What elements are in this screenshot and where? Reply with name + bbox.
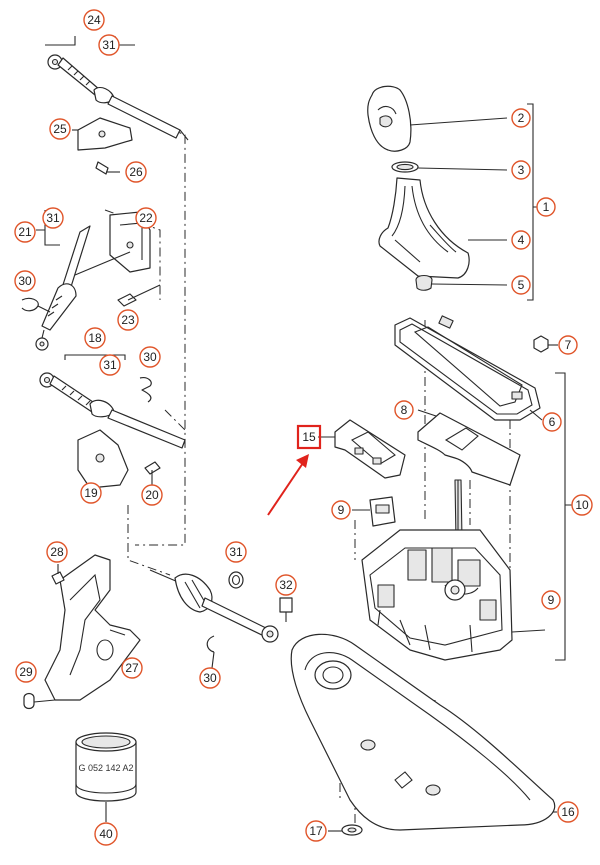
callout-29[interactable]: 29 — [15, 661, 37, 683]
callout-31-lower[interactable]: 31 — [99, 354, 121, 376]
svg-text:16: 16 — [561, 805, 575, 819]
callout-4[interactable]: 4 — [511, 230, 531, 250]
gear-knob — [367, 85, 508, 152]
svg-text:31: 31 — [229, 545, 243, 559]
svg-text:30: 30 — [203, 671, 217, 685]
callout-10[interactable]: 10 — [571, 494, 593, 516]
sleeve: G 052 142 A2 — [75, 732, 137, 822]
svg-text:5: 5 — [518, 278, 525, 292]
grommet — [415, 274, 508, 291]
sleeve-stamp: G 052 142 A2 — [78, 763, 133, 773]
svg-text:9: 9 — [548, 593, 555, 607]
callout-7[interactable]: 7 — [558, 335, 578, 355]
hex-nut — [533, 335, 558, 353]
svg-text:31: 31 — [102, 38, 116, 52]
washer-screw — [328, 824, 363, 836]
svg-text:30: 30 — [143, 350, 157, 364]
svg-text:28: 28 — [50, 545, 64, 559]
connector-block — [352, 496, 396, 527]
svg-text:20: 20 — [145, 488, 159, 502]
callout-label-15: 15 — [302, 430, 316, 444]
callout-28[interactable]: 28 — [46, 541, 68, 563]
mount-bracket — [23, 554, 141, 710]
svg-text:9: 9 — [338, 503, 345, 517]
callout-32[interactable]: 32 — [275, 574, 297, 596]
svg-text:23: 23 — [121, 313, 135, 327]
svg-text:25: 25 — [53, 122, 67, 136]
highlight-box — [296, 424, 322, 450]
callout-30-upper[interactable]: 30 — [14, 270, 36, 292]
slide-cover — [417, 409, 521, 486]
callout-20[interactable]: 20 — [141, 484, 163, 506]
selector-gate-plate — [318, 419, 406, 479]
callout-16[interactable]: 16 — [557, 801, 579, 823]
upper-cable — [45, 36, 189, 175]
callout-2[interactable]: 2 — [511, 108, 531, 128]
callout-30-middle[interactable]: 30 — [139, 346, 161, 368]
svg-text:21: 21 — [18, 225, 32, 239]
svg-text:8: 8 — [401, 403, 408, 417]
callout-6[interactable]: 6 — [542, 412, 562, 432]
svg-text:29: 29 — [19, 665, 33, 679]
knob-ring — [391, 161, 508, 173]
svg-text:31: 31 — [46, 211, 60, 225]
base-plate — [290, 633, 557, 831]
svg-text:22: 22 — [139, 211, 153, 225]
callout-19[interactable]: 19 — [80, 482, 102, 504]
callout-40[interactable]: 40 — [94, 822, 118, 846]
callout-1[interactable]: 1 — [536, 197, 556, 217]
svg-text:27: 27 — [125, 661, 139, 675]
callout-9-connector[interactable]: 9 — [331, 500, 351, 520]
svg-text:4: 4 — [518, 233, 525, 247]
svg-text:32: 32 — [279, 578, 293, 592]
callout-23[interactable]: 23 — [117, 309, 139, 331]
highlight-arrow — [267, 454, 309, 516]
svg-text:1: 1 — [543, 200, 550, 214]
callout-8[interactable]: 8 — [394, 400, 414, 420]
callout-5[interactable]: 5 — [511, 275, 531, 295]
callout-24[interactable]: 24 — [83, 9, 105, 31]
selector-housing — [361, 479, 546, 661]
svg-text:31: 31 — [103, 358, 117, 372]
bracket-1 — [527, 103, 538, 301]
svg-text:17: 17 — [309, 824, 323, 838]
callout-17[interactable]: 17 — [305, 820, 327, 842]
callout-30-lower[interactable]: 30 — [199, 667, 221, 689]
callout-27[interactable]: 27 — [121, 657, 143, 679]
callout-31-middle[interactable]: 31 — [42, 207, 64, 229]
svg-text:6: 6 — [549, 415, 556, 429]
callout-18[interactable]: 18 — [84, 327, 106, 349]
shift-cable — [149, 569, 293, 669]
callout-26[interactable]: 26 — [125, 161, 147, 183]
lower-cable — [39, 354, 186, 489]
svg-text:7: 7 — [565, 338, 572, 352]
svg-text:24: 24 — [87, 13, 101, 27]
svg-text:30: 30 — [18, 274, 32, 288]
callout-21[interactable]: 21 — [14, 221, 36, 243]
callout-25[interactable]: 25 — [49, 118, 71, 140]
svg-text:10: 10 — [575, 498, 589, 512]
svg-text:40: 40 — [99, 827, 113, 841]
middle-linkage — [21, 210, 161, 351]
bracket-10 — [555, 372, 572, 661]
svg-text:19: 19 — [84, 486, 98, 500]
highlighted-callout-15[interactable]: 15 — [296, 424, 322, 450]
svg-text:26: 26 — [129, 165, 143, 179]
svg-text:2: 2 — [518, 111, 525, 125]
callout-9-housing[interactable]: 9 — [541, 590, 561, 610]
svg-text:3: 3 — [518, 163, 525, 177]
svg-text:18: 18 — [88, 331, 102, 345]
callout-22[interactable]: 22 — [135, 207, 157, 229]
callout-3[interactable]: 3 — [511, 160, 531, 180]
trim-frame — [394, 315, 543, 421]
callout-31-cable[interactable]: 31 — [225, 541, 247, 563]
shift-boot — [378, 177, 507, 279]
callout-31-top[interactable]: 31 — [98, 34, 120, 56]
